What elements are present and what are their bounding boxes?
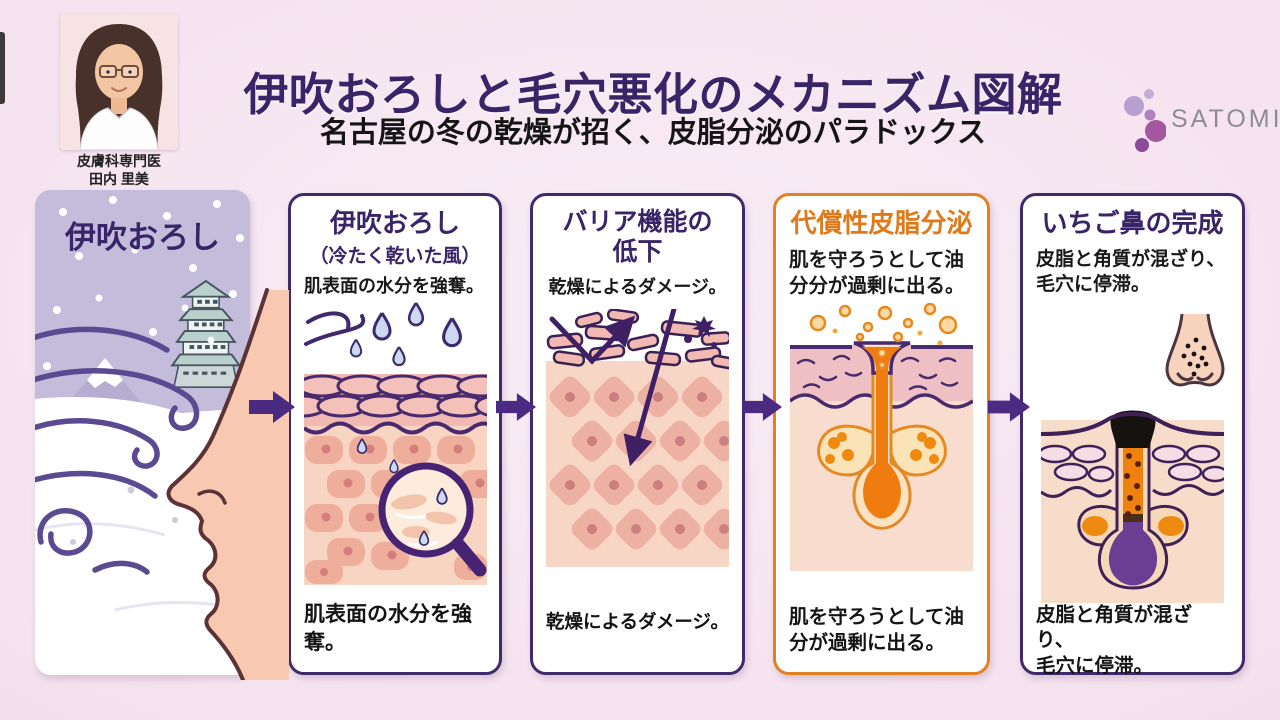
debris-dots <box>1124 452 1141 517</box>
panel-barrier-decline: バリア機能の 低下 乾燥によるダメージ。 <box>530 193 745 675</box>
panel-title: いちご鼻の完成 <box>1041 208 1224 238</box>
panel-description: 肌を守ろうとして油 分分が過剰に出る。 <box>789 248 965 297</box>
panel-compensatory-sebum: 代償性皮脂分泌 肌を守ろうとして油 分分が過剰に出る。 <box>773 193 990 675</box>
nagoya-castle-icon <box>170 279 242 388</box>
epidermis-cells <box>1041 444 1224 483</box>
panel-strawberry-nose: いちご鼻の完成 皮脂と角質が混ざり、 毛穴に停滞。 <box>1020 193 1245 677</box>
sebum-fill <box>862 347 902 519</box>
panel-subtitle: （冷たく乾いた風） <box>309 245 481 267</box>
satomi-logo-text: SATOMI <box>1171 104 1280 133</box>
flow-arrow-icon <box>988 392 1030 422</box>
satomi-logo: SATOMI <box>1112 84 1280 154</box>
page-subtitle: 名古屋の冬の乾燥が招く、皮脂分泌のパラドックス <box>319 117 987 149</box>
panel-caption: 肌を守ろうとして油 分が過剰に出る。 <box>789 606 964 654</box>
blackhead <box>1110 410 1156 448</box>
cracked-flakes <box>546 309 729 370</box>
panel-ibuki-wind: 伊吹おろし （冷たく乾いた風） 肌表面の水分を強奪。 <box>288 193 502 675</box>
panel-description: 肌表面の水分を強奪。 <box>304 275 484 296</box>
page-title: 伊吹おろしと毛穴悪化のメカニズム図解 <box>243 69 1063 121</box>
panel-title: バリア機能の 低下 <box>562 208 713 266</box>
germ-icons <box>684 316 717 349</box>
flow-arrow-icon <box>742 393 782 421</box>
magnifier-icon <box>378 462 486 577</box>
penetration-arrows <box>549 309 677 467</box>
panel-title: 伊吹おろし <box>65 220 220 255</box>
wind-swirl-icon <box>35 326 200 575</box>
damaged-barrier-illustration <box>546 309 729 568</box>
flow-arrow-icon <box>249 391 295 423</box>
panel-caption: 乾燥によるダメージ。 <box>546 610 729 632</box>
panel-description: 乾燥によるダメージ。 <box>548 277 727 297</box>
strawberry-nose-icon <box>1165 313 1225 387</box>
wind-lines-icon <box>303 311 365 346</box>
panel-caption: 肌表面の水分を強 奪。 <box>304 603 472 654</box>
moisture-loss-skin-illustration <box>303 301 487 585</box>
panel-caption: 皮脂と角質が混ざり、 毛穴に停滞。 <box>1036 603 1193 677</box>
sebum-bubbles <box>809 303 958 370</box>
doctor-credential: 皮膚科専門医 <box>77 153 161 169</box>
snowflakes <box>43 196 244 370</box>
clogged-pore-illustration <box>1041 410 1224 603</box>
satomi-logo-dots-icon <box>1124 89 1166 152</box>
sebum-overproduction-illustration <box>790 303 973 572</box>
doctor-name: 田内 里美 <box>89 171 149 187</box>
keratin-plug-fill <box>1108 521 1158 586</box>
nostril-line <box>197 489 227 505</box>
epidermis-squiggles <box>796 355 959 391</box>
panel-title: 代償性皮脂分泌 <box>790 208 973 238</box>
face-profile-illustration <box>166 288 289 680</box>
doctor-photo <box>60 14 178 150</box>
video-edge-artifact <box>0 32 5 104</box>
panel-description: 皮脂と角質が混ざり、 毛穴に停滞。 <box>1036 248 1226 296</box>
doctor-portrait-illustration <box>60 14 178 150</box>
panel-title: 伊吹おろし <box>329 208 460 238</box>
flow-arrow-icon <box>496 393 536 421</box>
